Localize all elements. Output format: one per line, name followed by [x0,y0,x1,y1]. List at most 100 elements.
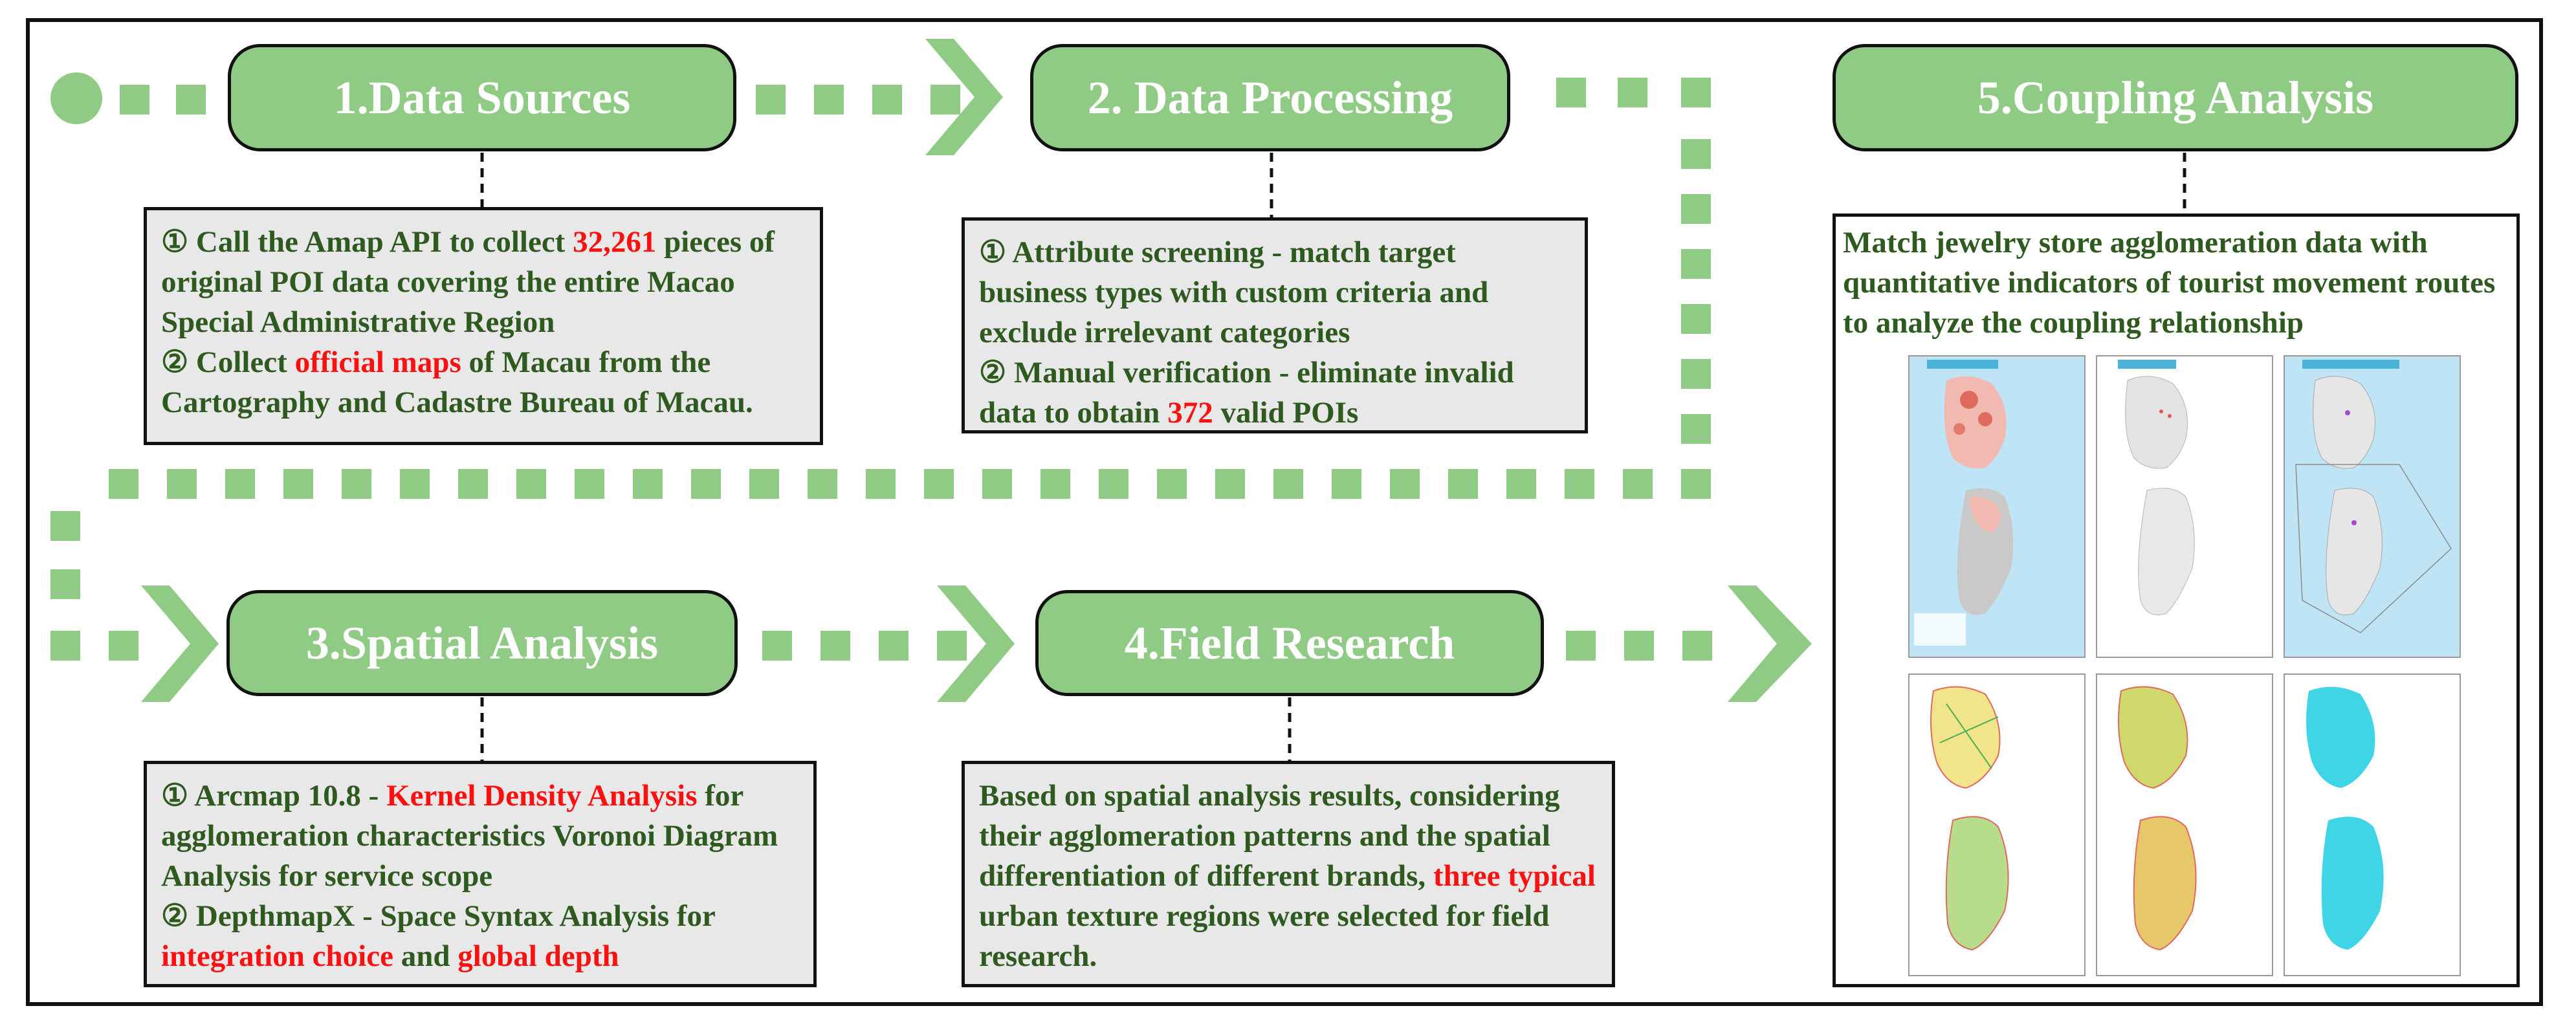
connector-square [1565,469,1594,499]
connector-square [1157,469,1187,499]
connector-square [633,469,663,499]
connector-square [1682,631,1712,661]
connector-square [1681,304,1711,334]
body-text: valid POIs [1213,396,1359,430]
step2-title-box: 2. Data Processing [1030,44,1510,151]
connector-square [50,569,80,599]
step4-title: 4.Field Research [1124,617,1455,669]
step2-title: 2. Data Processing [1087,71,1453,124]
connector-chevron [937,585,1015,702]
map-panel-service-scope [2096,355,2273,658]
connector-square [866,469,896,499]
connector-square [820,631,850,661]
connector-square [225,469,255,499]
connector-square [109,469,138,499]
connector-square [1618,78,1647,107]
highlight-text: official maps [294,345,461,379]
list-item: ① Call the Amap API to collect 32,261 pi… [161,222,806,342]
map-panel-global-depth [2284,673,2461,976]
connector-chevron [925,39,1003,155]
connector-square [1040,469,1070,499]
connector-square [1681,359,1711,389]
flow-start-dot [50,72,102,124]
list-item: ① Arcmap 10.8 - Kernel Density Analysis … [161,776,799,896]
connector-square [50,511,80,541]
connector-square [50,631,80,661]
connector-square [762,631,792,661]
connector-square [691,469,721,499]
body-text: Based on spatial analysis results, consi… [979,779,1560,893]
connector-square [756,85,786,115]
body-text: urban texture regions were selected for … [979,899,1550,973]
connector-square [400,469,430,499]
connector-square [872,85,902,115]
list-item: ② Collect official maps of Macau from th… [161,342,806,422]
map-panel-kernel-density [1908,355,2086,658]
step4-text-box: Based on spatial analysis results, consi… [962,761,1615,987]
step4-items: Based on spatial analysis results, consi… [979,776,1598,976]
step4-title-box: 4.Field Research [1035,590,1544,696]
step5-description: Match jewelry store agglomeration data w… [1843,226,2496,340]
step1-title: 1.Data Sources [333,71,631,124]
map-panel-choice [2096,673,2273,976]
highlight-text: 32,261 [573,225,657,259]
connector-square [1681,194,1711,224]
step1-items: ① Call the Amap API to collect 32,261 pi… [161,222,806,422]
connector-square [516,469,546,499]
connector-square [1332,469,1361,499]
body-text: ② Manual verification - eliminate invali… [979,356,1514,430]
diagram-frame [26,18,2543,1006]
step1-title-box: 1.Data Sources [228,44,736,151]
connector-square [937,631,967,661]
connector-chevron [1728,585,1812,702]
connector-square [808,469,837,499]
connector-square [749,469,779,499]
highlight-text: integration choice [161,939,393,973]
body-text: ① Attribute screening - match target bus… [979,235,1489,349]
body-text: ① Call the Amap API to collect [161,225,573,259]
connector-square [1448,469,1478,499]
step3-text-box: ① Arcmap 10.8 - Kernel Density Analysis … [144,761,817,987]
coupling-map-grid [1908,355,2461,977]
connector-square [1273,469,1303,499]
list-item: ② DepthmapX - Space Syntax Analysis for … [161,896,799,976]
highlight-text: global depth [457,939,619,973]
list-item: ① Attribute screening - match target bus… [979,232,1570,353]
connector-square [1623,469,1653,499]
connector-square [167,469,197,499]
connector-square [1390,469,1420,499]
connector-square [1681,78,1711,107]
body-text: pieces of original POI data covering the… [161,225,775,339]
connector-square [342,469,371,499]
highlight-text: Kernel Density Analysis [386,779,698,813]
connector-square [1566,631,1596,661]
connector-square [930,85,960,115]
connector-square [1681,249,1711,279]
connector-square [120,85,149,115]
connector-square [109,631,138,661]
step2-text-box: ① Attribute screening - match target bus… [962,217,1588,433]
step1-text-box: ① Call the Amap API to collect 32,261 pi… [144,207,823,445]
body-text: ② Collect [161,345,295,379]
map-thumbnails [1908,355,2461,976]
step3-items: ① Arcmap 10.8 - Kernel Density Analysis … [161,776,799,976]
step2-items: ① Attribute screening - match target bus… [979,232,1570,433]
connector-square [1099,469,1128,499]
step3-title-box: 3.Spatial Analysis [226,590,738,696]
body-text: for agglomeration characteristics Vorono… [161,779,778,893]
map-panel-integration [1908,673,2086,976]
connector-square [1624,631,1654,661]
body-text: and [393,939,458,973]
step5-title-box: 5.Coupling Analysis [1833,44,2518,151]
connector-square [1681,139,1711,169]
connector-square [1556,78,1586,107]
connector-square [176,85,206,115]
map-panel-voronoi [2284,355,2461,658]
highlight-text: 372 [1167,396,1213,430]
step3-title: 3.Spatial Analysis [305,617,659,669]
connector-square [814,85,844,115]
connector-square [575,469,604,499]
connector-square [879,631,908,661]
step5-title: 5.Coupling Analysis [1977,71,2374,124]
body-text: ② DepthmapX - Space Syntax Analysis for [161,899,716,933]
